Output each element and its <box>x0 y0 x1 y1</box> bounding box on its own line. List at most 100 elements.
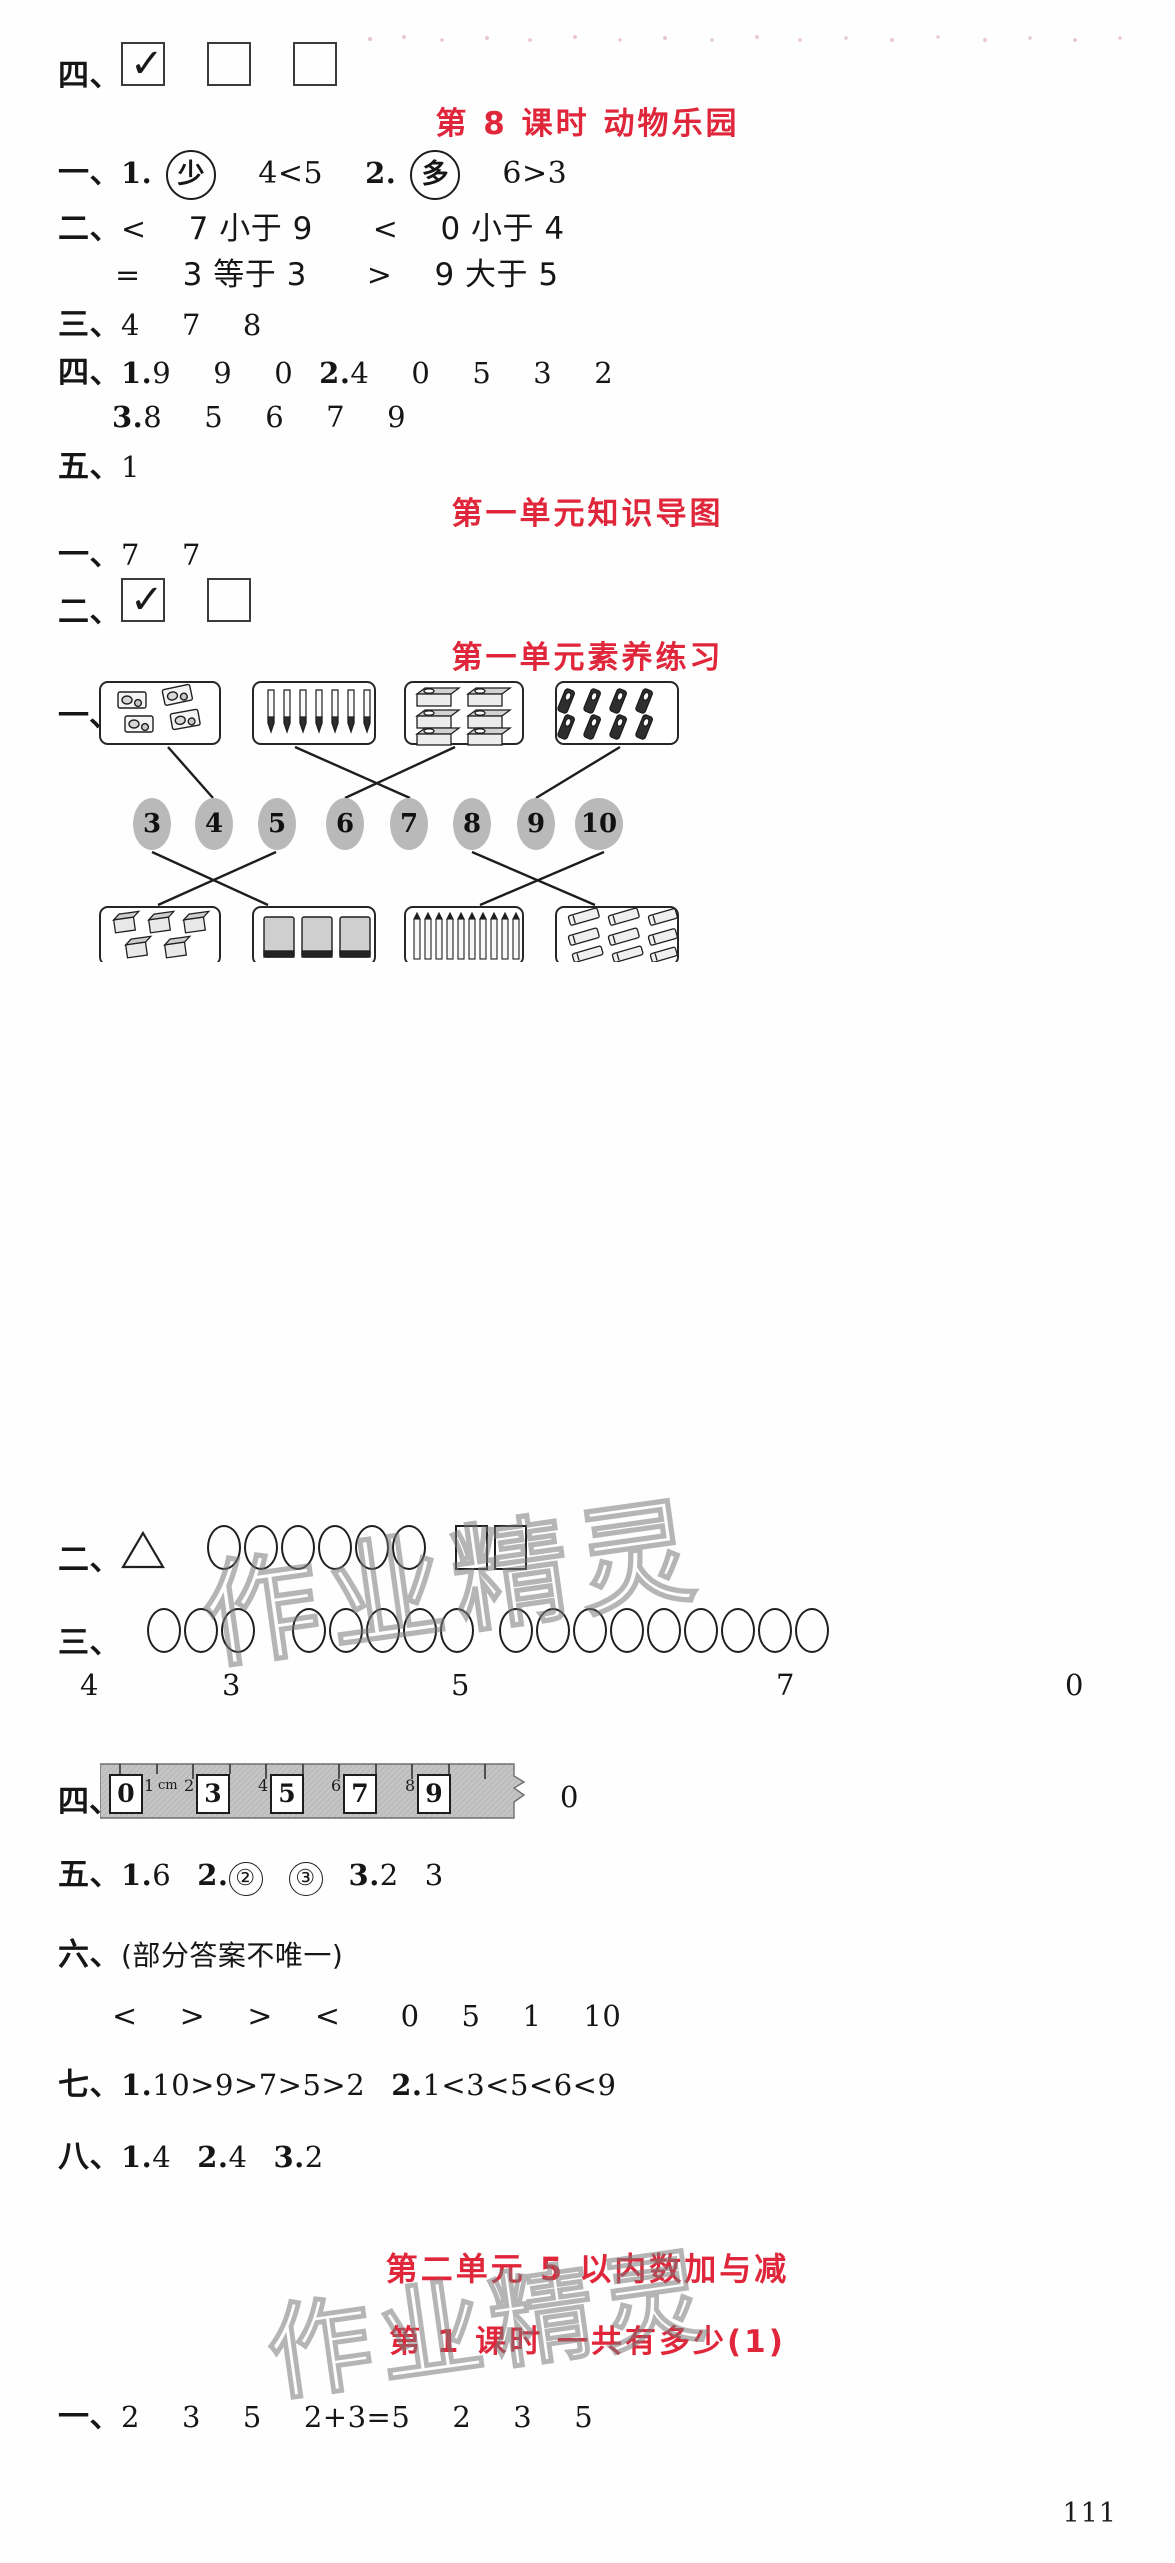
square-shape <box>455 1525 488 1570</box>
match-number-7[interactable]: 7 <box>390 798 428 850</box>
unit2-q1: 一、 2 3 5 2+3=5 2 3 5 <box>58 2400 593 2434</box>
square-shape <box>494 1525 527 1570</box>
value: > <box>247 1999 273 2034</box>
value: 1 <box>522 1999 542 2033</box>
sub-no-2: 2. <box>197 2140 229 2174</box>
match-number-5[interactable]: 5 <box>258 798 296 850</box>
answer-note: (部分答案不唯一) <box>121 1939 344 1972</box>
checkbox-2[interactable] <box>207 42 251 86</box>
match-number-10[interactable]: 10 <box>575 798 623 850</box>
value: 8 <box>143 400 163 434</box>
checkbox-3[interactable] <box>293 42 337 86</box>
ruler-answer-7[interactable]: 7 <box>343 1774 377 1814</box>
phrase-7-lt-9: 7 小于 9 <box>188 211 313 247</box>
top-section-four: 四、 ✓ <box>58 42 337 93</box>
item-label-one: 一、 <box>58 155 121 191</box>
value: 2 <box>304 2140 324 2174</box>
match-number-6[interactable]: 6 <box>326 798 364 850</box>
sub-no-2: 2. <box>365 156 397 190</box>
oval-shape <box>403 1608 437 1653</box>
circled-option-2: ② <box>228 1862 263 1896</box>
oval-shape <box>366 1608 400 1653</box>
value: 4 <box>121 308 140 342</box>
sub-no-1: 1. <box>121 2068 153 2102</box>
checkbox-mindmap-1[interactable]: ✓ <box>121 578 165 622</box>
ruler-graphic: 1 cm 2 4 6 8 0 3 5 7 9 <box>100 1762 540 1822</box>
oval-shape <box>329 1608 363 1653</box>
ruler-answer-0[interactable]: 0 <box>109 1774 143 1814</box>
phrase-3-eq-3: 3 等于 3 <box>182 257 307 293</box>
oval-shape <box>292 1608 326 1653</box>
checkbox-mindmap-2[interactable] <box>207 578 251 622</box>
lesson-8-heading: 第 8 课时 动物乐园 <box>435 106 740 142</box>
match-number-9[interactable]: 9 <box>517 798 555 850</box>
phrase-9-gt-5: 9 大于 5 <box>434 257 559 293</box>
oval-shape <box>536 1608 570 1653</box>
value: 2 <box>594 356 614 390</box>
oval-shape <box>721 1608 755 1653</box>
ruler-answer-3[interactable]: 3 <box>196 1774 230 1814</box>
match-number-3[interactable]: 3 <box>133 798 171 850</box>
checkbox-1[interactable]: ✓ <box>121 42 165 86</box>
sub-no-1: 1. <box>121 356 153 390</box>
unit1-mindmap-heading: 第一单元知识导图 <box>451 496 724 532</box>
oval-shape <box>684 1608 718 1653</box>
match-number-4[interactable]: 4 <box>195 798 233 850</box>
expr: 2+3=5 <box>303 2400 411 2434</box>
oval-shape <box>147 1608 181 1653</box>
value: 7 <box>776 1668 795 1702</box>
circled-answer-duo: 多 <box>410 150 461 200</box>
value: 3 <box>533 356 553 390</box>
practice-q6-note: 六、 (部分答案不唯一) <box>58 1938 343 1972</box>
lesson8-q4-line1: 四、 1. 9 9 0 2. 4 0 5 3 2 <box>58 356 613 390</box>
lesson8-q3: 三、 4 7 8 <box>58 308 262 342</box>
ruler-answer-5[interactable]: 5 <box>270 1774 304 1814</box>
lesson8-q2-line1: 二、 < 7 小于 9 < 0 小于 4 <box>58 212 565 246</box>
oval-shape <box>392 1525 426 1570</box>
oval-shape <box>184 1608 218 1653</box>
match-number-8[interactable]: 8 <box>453 798 491 850</box>
sub-no-3: 3. <box>273 2140 305 2174</box>
check-icon: ✓ <box>130 41 165 87</box>
ruler-answer-9[interactable]: 9 <box>417 1774 451 1814</box>
value: 2 <box>452 2400 472 2434</box>
value: 0 <box>274 356 294 390</box>
value: 8 <box>242 308 262 342</box>
lesson8-q4-line2: 3. 8 5 6 7 9 <box>112 400 406 434</box>
mindmap-q2: 二、 ✓ <box>58 578 251 629</box>
item-label-two: 二、 <box>58 211 121 247</box>
value: 5 <box>451 1668 470 1702</box>
item-label-two-2: 二、 <box>58 594 121 630</box>
value: 5 <box>472 356 492 390</box>
practice-q2: 二、 <box>58 1525 533 1577</box>
value: 4 <box>228 2140 248 2174</box>
expr: 1<3<5<6<9 <box>422 2068 617 2102</box>
circled-answer-shao: 少 <box>166 150 217 200</box>
practice-q8: 八、 1. 4 2. 4 3. 2 <box>58 2140 324 2174</box>
value: 9 <box>152 356 172 390</box>
value: 3 <box>222 1668 241 1702</box>
oval-shape <box>795 1608 829 1653</box>
practice-q7: 七、 1. 10>9>7>5>2 2. 1<3<5<6<9 <box>58 2068 616 2102</box>
value: < <box>314 1999 341 2034</box>
item-label-two-3: 二、 <box>58 1542 121 1578</box>
value: 3 <box>181 2400 201 2434</box>
oval-shape <box>758 1608 792 1653</box>
sub-no-3: 3. <box>348 1858 380 1892</box>
value: 0 <box>411 356 431 390</box>
oval-shape <box>440 1608 474 1653</box>
practice-q3-ovals: 三、 <box>58 1608 832 1660</box>
value: 6 <box>152 1858 172 1892</box>
sub-no-1: 1. <box>121 2140 153 2174</box>
ruler-label-1: 1 <box>144 1776 155 1795</box>
value: 1 <box>121 450 140 484</box>
expr-2: 6>3 <box>502 156 568 191</box>
oval-shape <box>244 1525 278 1570</box>
sign-eq: = <box>115 258 141 293</box>
unit2-lesson-heading: 第 1 课时 一共有多少(1) <box>389 2324 786 2360</box>
ruler-trailing-value: 0 <box>560 1780 579 1814</box>
sub-no-1: 1. <box>121 1858 153 1892</box>
practice-q5: 五、 1. 6 2. ② ③ 3. 2 3 <box>58 1858 444 1896</box>
value: 5 <box>574 2400 594 2434</box>
ruler-label-6: 6 <box>331 1776 342 1795</box>
